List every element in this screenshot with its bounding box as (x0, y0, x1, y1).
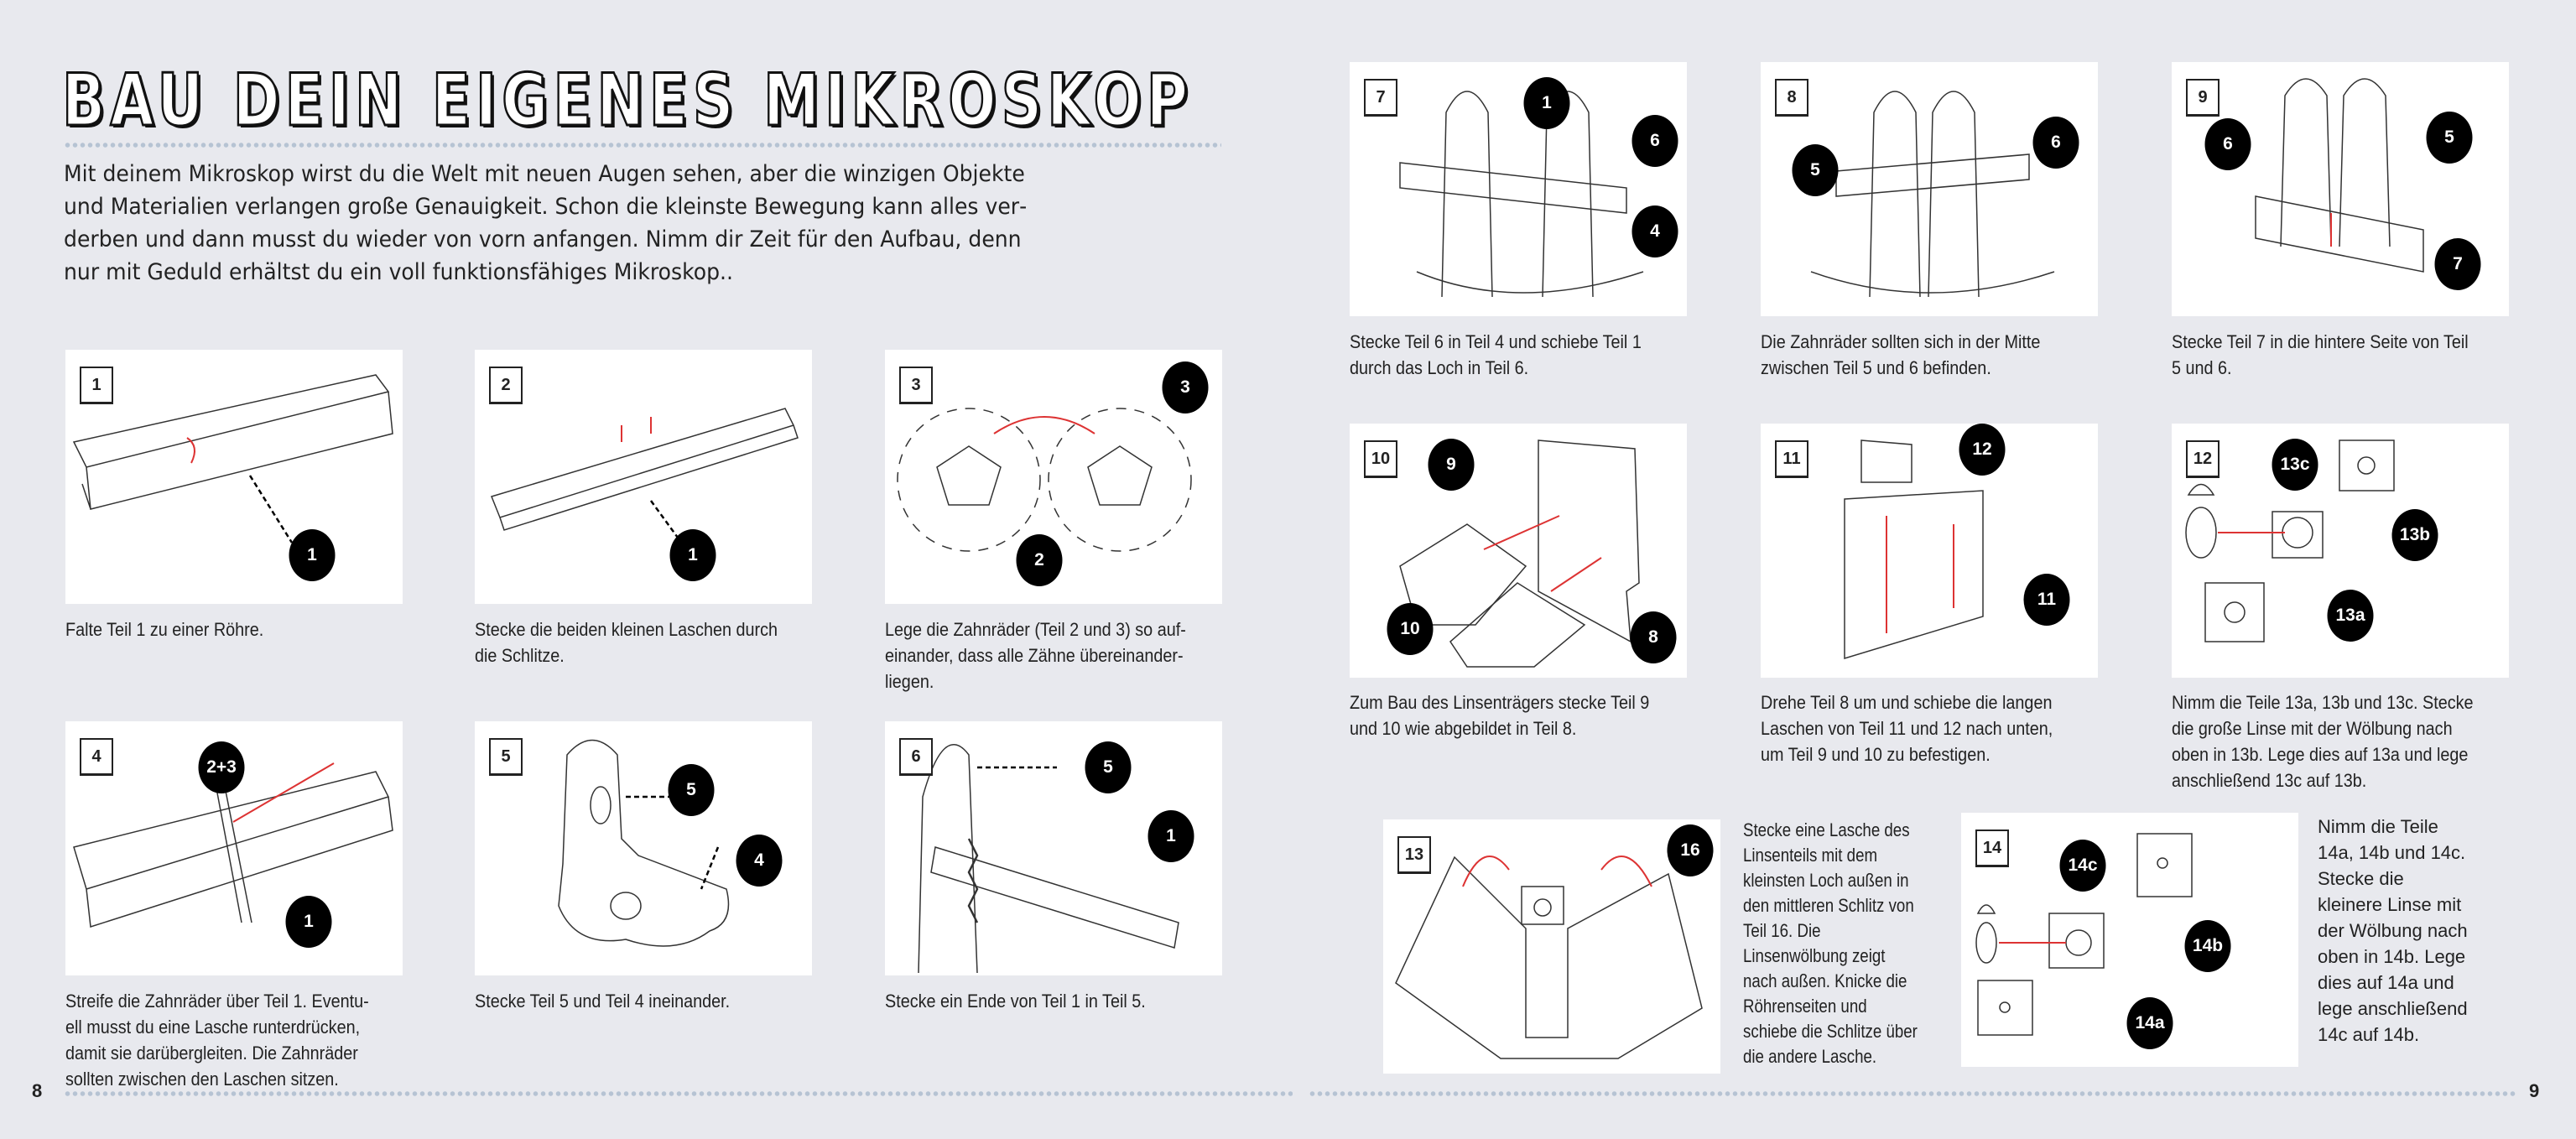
part-label: 6 (2204, 118, 2251, 170)
step-number: 2 (489, 367, 523, 404)
part-label: 4 (736, 835, 783, 887)
step-1-illustration: 1 1 (65, 350, 403, 604)
part-label: 5 (668, 764, 715, 816)
step-13-caption: Stecke eine Lasche des Linsenteils mit d… (1743, 819, 1918, 1067)
gears-sketch (897, 408, 1192, 552)
part-label: 2 (1016, 534, 1063, 586)
part-label: 14b (2184, 920, 2231, 972)
part-label: 16 (1667, 824, 1714, 876)
step-14-illustration: 14 14c 14b 14a (1961, 813, 2298, 1067)
page-divider-right (1309, 1090, 2516, 1097)
part-label: 7 (2434, 238, 2481, 290)
part-label: 14c (2059, 840, 2106, 892)
tube-sketch (72, 374, 393, 543)
part-label: 1 (669, 529, 716, 581)
step-number: 8 (1775, 79, 1808, 117)
part-label: 1 (285, 896, 332, 948)
part-label: 11 (2023, 574, 2070, 626)
step-number: 4 (80, 738, 113, 776)
two-stands-sketch (1399, 91, 1644, 298)
part-label: 5 (2426, 112, 2473, 164)
step-9-caption: Stecke Teil 7 in die hintere Seite von T… (2172, 331, 2469, 378)
part-label: 8 (1630, 611, 1677, 663)
part-label: 1 (1523, 77, 1570, 129)
step-number: 13 (1397, 836, 1431, 874)
tube-tabs-sketch (490, 408, 799, 548)
gears-centered-sketch (1810, 91, 2055, 298)
intro-text: Mit deinem Mikroskop wirst du die Welt m… (64, 161, 1028, 285)
tube-sides-sketch (1395, 856, 1703, 1059)
step-number: 6 (899, 738, 933, 776)
part-label: 10 (1387, 603, 1434, 655)
step-13-illustration: 13 16 (1383, 819, 1720, 1074)
part-label: 13c (2272, 439, 2318, 491)
part-label: 5 (1085, 741, 1132, 793)
step-4-illustration: 4 2+3 1 (65, 721, 403, 975)
page-number-right: 9 (2529, 1080, 2540, 1101)
step-5-illustration: 5 5 4 (475, 721, 812, 975)
part-label: 3 (1162, 361, 1209, 413)
step-10-illustration: 10 9 10 8 (1350, 424, 1687, 678)
step-number: 14 (1975, 830, 2009, 867)
large-lens-sketch (2185, 439, 2395, 642)
long-tabs-sketch (1844, 439, 1984, 660)
part-label: 6 (2032, 117, 2079, 169)
page-divider-left (64, 1090, 1293, 1097)
small-lens-sketch (1975, 833, 2193, 1036)
step-11-illustration: 11 12 11 (1761, 424, 2098, 678)
part-label: 6 (1631, 115, 1678, 167)
step-3-caption: Lege die Zahnräder (Teil 2 und 3) so auf… (885, 619, 1186, 692)
step-number: 10 (1364, 440, 1397, 478)
step-14-caption: Nimm die Teile 14a, 14b und 14c. Stecke … (2318, 816, 2468, 1045)
step-6-illustration: 6 5 1 (885, 721, 1222, 975)
back-part-sketch (2255, 78, 2424, 273)
step-3-illustration: 3 3 2 (885, 350, 1222, 604)
part-label: 13b (2391, 509, 2438, 561)
part-label: 9 (1428, 439, 1475, 491)
tube-in-stand-sketch (918, 744, 1179, 974)
page-title: BAU DEIN EIGENES MIKROSKOP (61, 58, 1194, 144)
part-label: 2+3 (198, 741, 245, 793)
step-2-caption: Stecke die beiden kleinen Laschen durch … (475, 619, 778, 666)
part-label: 1 (289, 529, 336, 581)
step-number: 3 (899, 367, 933, 404)
step-1-caption: Falte Teil 1 zu einer Röhre. (65, 619, 264, 640)
page-number-left: 8 (32, 1080, 43, 1101)
part-label: 5 (1792, 144, 1839, 196)
step-12-illustration: 12 13c 13b 13a (2172, 424, 2509, 678)
step-8-caption: Die Zahnräder sollten sich in der Mitte … (1761, 331, 2041, 378)
step-12-caption: Nimm die Teile 13a, 13b und 13c. Stecke … (2172, 692, 2474, 791)
step-5-caption: Stecke Teil 5 und Teil 4 ineinander. (475, 991, 731, 1012)
part-label: 1 (1147, 810, 1194, 862)
step-number: 11 (1775, 440, 1808, 478)
step-4-caption: Streife die Zahnräder über Teil 1. Event… (65, 991, 369, 1090)
part-label: 4 (1631, 205, 1678, 257)
step-9-illustration: 9 6 5 7 (2172, 62, 2509, 316)
step-7-illustration: 7 1 6 4 (1350, 62, 1687, 316)
step-number: 12 (2186, 440, 2220, 478)
gears-on-tube-sketch (73, 762, 393, 928)
step-8-illustration: 8 6 5 (1761, 62, 2098, 316)
step-number: 9 (2186, 79, 2220, 117)
step-10-caption: Zum Bau des Linsenträgers stecke Teil 9 … (1350, 692, 1650, 739)
step-2-illustration: 2 1 (475, 350, 812, 604)
step-number: 5 (489, 738, 523, 776)
step-number: 1 (80, 367, 113, 404)
part-label: 13a (2327, 590, 2374, 642)
step-7-caption: Stecke Teil 6 in Teil 4 und schiebe Teil… (1350, 331, 1642, 378)
step-number: 7 (1364, 79, 1397, 117)
part-label: 12 (1959, 424, 2006, 476)
part-label: 14a (2126, 997, 2173, 1049)
step-6-caption: Stecke ein Ende von Teil 1 in Teil 5. (885, 991, 1146, 1012)
stand-sketch (558, 739, 730, 947)
step-11-caption: Drehe Teil 8 um und schiebe die langen L… (1761, 692, 2053, 765)
title-divider (64, 142, 1221, 148)
